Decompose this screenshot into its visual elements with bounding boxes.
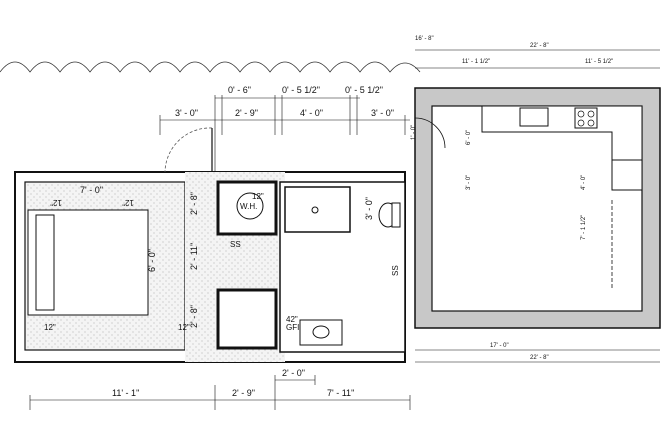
cabin-top-right: 11' - 5 1/2" [585,59,613,65]
dim-bottom-1: 11' - 1" [112,388,139,398]
cabin-top-overall: 16' - 8" [415,36,434,42]
gfi-label: GFI [286,323,299,332]
hall-door-swing [164,127,213,173]
cabin-interior [431,105,643,312]
cabin-bottom-total: 22' - 8" [530,355,549,361]
closet-dim-c: 2' - 8" [189,305,199,328]
bedroom-width-dim: 7' - 0" [80,185,103,195]
toilet-tank [391,202,401,228]
cabin-side-dim-2: 3' - 0" [466,175,472,190]
dim-bottom-3: 2' - 0" [282,368,305,378]
dim-top-2: 0' - 5 1/2" [282,85,320,95]
bedroom-depth-dim: 6' - 0" [147,249,157,272]
fridge [611,159,643,191]
sink [312,325,330,339]
cabin-side-dim-3: 7' - 1 1/2" [581,215,587,240]
cabin-door-swing [414,117,446,149]
tree-line [0,61,421,73]
dim-ticks-bottom [29,375,411,410]
closet-dim-b: 2' - 11" [189,243,199,270]
water-heater [236,192,264,220]
cabin-side-dim-5: 1' - 0" [411,125,417,140]
dim-top-4: 3' - 0" [175,108,198,118]
vanity [299,319,343,346]
cabin-top-total: 22' - 8" [530,43,549,49]
bath-ss: SS [391,265,400,276]
cabin-top-left: 11' - 1 1/2" [462,59,490,65]
dim-bottom-2: 2' - 9" [232,388,255,398]
kitchen-sink [519,107,549,127]
cabin-side-dim-4: 4' - 0" [581,175,587,190]
gfi-size: 42" [286,315,298,324]
shower-drain [311,206,319,214]
wh-label: W.H. [240,202,257,211]
outlet-label-c: 12" [50,198,62,207]
wh-size: 12" [252,192,264,201]
dim-top-1: 0' - 6" [228,85,251,95]
dim-top-3: 0' - 5 1/2" [345,85,383,95]
cooktop-burners [577,110,595,127]
bed-headboard [35,214,55,311]
cabin-side-dim-1: 6' - 0" [466,130,472,145]
cabin-bottom-sub: 17' - 0" [490,343,509,349]
outlet-label-d: 12" [122,198,134,207]
dim-bottom-4: 7' - 11" [327,388,354,398]
closet-lower [216,288,278,350]
bath-toilet-dim: 3' - 0" [364,197,374,220]
outlet-label-b: 12" [178,323,190,332]
dim-top-6: 4' - 0" [300,108,323,118]
dim-ticks-top [159,95,406,172]
dim-top-7: 3' - 0" [371,108,394,118]
closet-ss: SS [230,240,241,249]
outlet-label-a: 12" [44,323,56,332]
cooktop [574,107,598,129]
dim-top-5: 2' - 9" [235,108,258,118]
closet-dim-a: 2' - 8" [189,192,199,215]
